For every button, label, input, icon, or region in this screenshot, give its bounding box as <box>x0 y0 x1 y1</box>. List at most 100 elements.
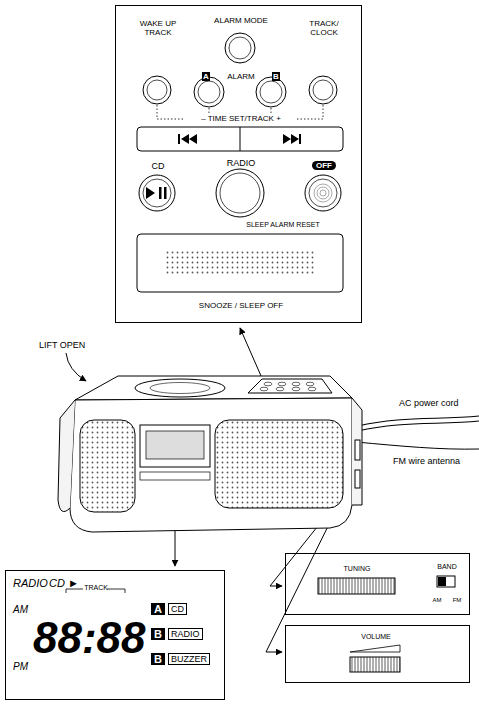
node-text: SNOOZE / SLEEP OFF <box>199 301 283 310</box>
left-speaker-grill <box>80 420 135 512</box>
alarm-mode-button: ALARM MODE <box>206 9 276 66</box>
top-surface <box>75 376 352 400</box>
keypad-button <box>278 382 286 386</box>
off-button: OFF <box>302 156 346 213</box>
node-text: PM <box>13 661 28 673</box>
keypad-button <box>292 382 300 386</box>
ac-power-cord <box>358 416 479 426</box>
play-symbol <box>146 187 155 199</box>
cd-button: CD <box>136 156 180 213</box>
off-button <box>305 175 341 211</box>
tuning-callout: TUNING BAND AM FM <box>285 553 470 615</box>
keypad-button <box>260 387 268 391</box>
part-label: LIFT OPEN <box>38 340 86 350</box>
pause-bar <box>164 187 167 199</box>
front-strip <box>140 472 210 480</box>
fm-wire-antenna <box>356 442 479 449</box>
alarm-a-button-ring <box>198 81 220 103</box>
snooze-bar: SNOOZE / SLEEP OFF <box>138 233 344 318</box>
right-speaker-grill <box>215 420 343 508</box>
volume-callout: VOLUME <box>285 625 470 683</box>
wake-up-track-button <box>143 76 171 104</box>
guide-line <box>295 105 323 119</box>
node-text: RADIO <box>13 577 48 590</box>
track-bar-divider <box>240 127 241 151</box>
alarm-mode-button <box>225 33 255 63</box>
band-switch <box>437 576 455 587</box>
track-bar <box>137 127 343 151</box>
left-side <box>58 400 75 512</box>
tuning-wheel <box>318 578 395 594</box>
alarm-b-button <box>256 77 286 107</box>
part-label: AC power cord <box>398 398 460 408</box>
alarm-b-button-ring <box>260 81 282 103</box>
keypad-button <box>264 382 272 386</box>
node-text: TRACK <box>84 584 108 592</box>
top-keypad <box>248 379 332 393</box>
wake-up-track-button-ring <box>147 80 167 100</box>
node-text: – TIME SET/TRACK + <box>199 114 283 123</box>
keypad-button <box>292 387 300 391</box>
node-text: SLEEP ALARM RESET <box>246 221 319 229</box>
snooze-texture <box>165 250 315 276</box>
display-window <box>140 425 210 467</box>
alarm-b-button: B <box>256 70 290 110</box>
radio-button-ring <box>220 173 260 213</box>
node-text: FM <box>453 597 462 604</box>
alarm-a-button: A <box>194 70 228 110</box>
keypad-button <box>276 387 284 391</box>
pause-bar <box>159 187 162 199</box>
volume-wedge <box>350 645 400 652</box>
radio-button: RADIO <box>213 156 269 219</box>
node-text: WAKE UP TRACK <box>137 19 179 37</box>
track-clock-button-ring <box>313 80 333 100</box>
node-text: TUNING <box>344 565 371 573</box>
control-panel-callout: ALARM MODE WAKE UP TRACK A B TRACK/ CLOCK CD R… <box>115 5 362 323</box>
node-text: OFF <box>312 161 336 170</box>
node-text: ALARM <box>227 72 255 81</box>
cd-play-button <box>139 175 175 211</box>
alarm-b-indicator: BRADIO <box>151 625 221 643</box>
node-text: B <box>151 653 165 666</box>
node-text: AM <box>13 604 28 616</box>
node-text: RADIO <box>227 158 256 168</box>
guide-line <box>157 105 185 119</box>
alarm-a-button <box>194 77 224 107</box>
off-button-ring <box>309 179 337 207</box>
node-text: B <box>151 628 165 641</box>
off-button-texture <box>314 184 332 202</box>
part-label: FM wire antenna <box>392 456 461 466</box>
node-text: CD <box>152 161 165 171</box>
tuning-wheel-side <box>355 440 360 460</box>
cd-lid-ring <box>150 383 210 394</box>
node-text: A <box>202 72 210 81</box>
front-face <box>70 398 352 532</box>
ac-power-cord <box>358 421 479 431</box>
node-text: RADIO <box>168 628 203 640</box>
track-clock-button: TRACK/ CLOCK <box>299 17 349 107</box>
node-text: 88:88 <box>33 613 146 664</box>
node-text: B <box>272 72 280 81</box>
node-text: AM <box>433 597 442 604</box>
alarm-b-indicator: BBUZZER <box>151 650 221 668</box>
keypad-button <box>306 382 314 386</box>
leader-arrow <box>66 353 86 381</box>
alarm-a-indicator: ACD <box>151 600 221 618</box>
node-text: BUZZER <box>168 653 210 665</box>
volume-wheel <box>350 657 400 672</box>
node-text: CD <box>168 603 187 615</box>
right-side <box>352 398 362 505</box>
skip-back-symbol <box>181 134 197 144</box>
display-screen <box>146 431 204 459</box>
skip-back-symbol <box>178 134 180 144</box>
off-button-texture <box>317 187 329 199</box>
band-switch-slider <box>438 577 446 586</box>
node-text: BAND <box>437 563 456 571</box>
radio-button <box>216 169 264 217</box>
snooze-bar <box>137 234 343 292</box>
cd-play-button-ring <box>143 179 171 207</box>
alarm-mode-button-ring <box>229 37 251 59</box>
wake-up-track-button: WAKE UP TRACK <box>133 17 183 107</box>
skip-forward-symbol <box>283 134 299 144</box>
